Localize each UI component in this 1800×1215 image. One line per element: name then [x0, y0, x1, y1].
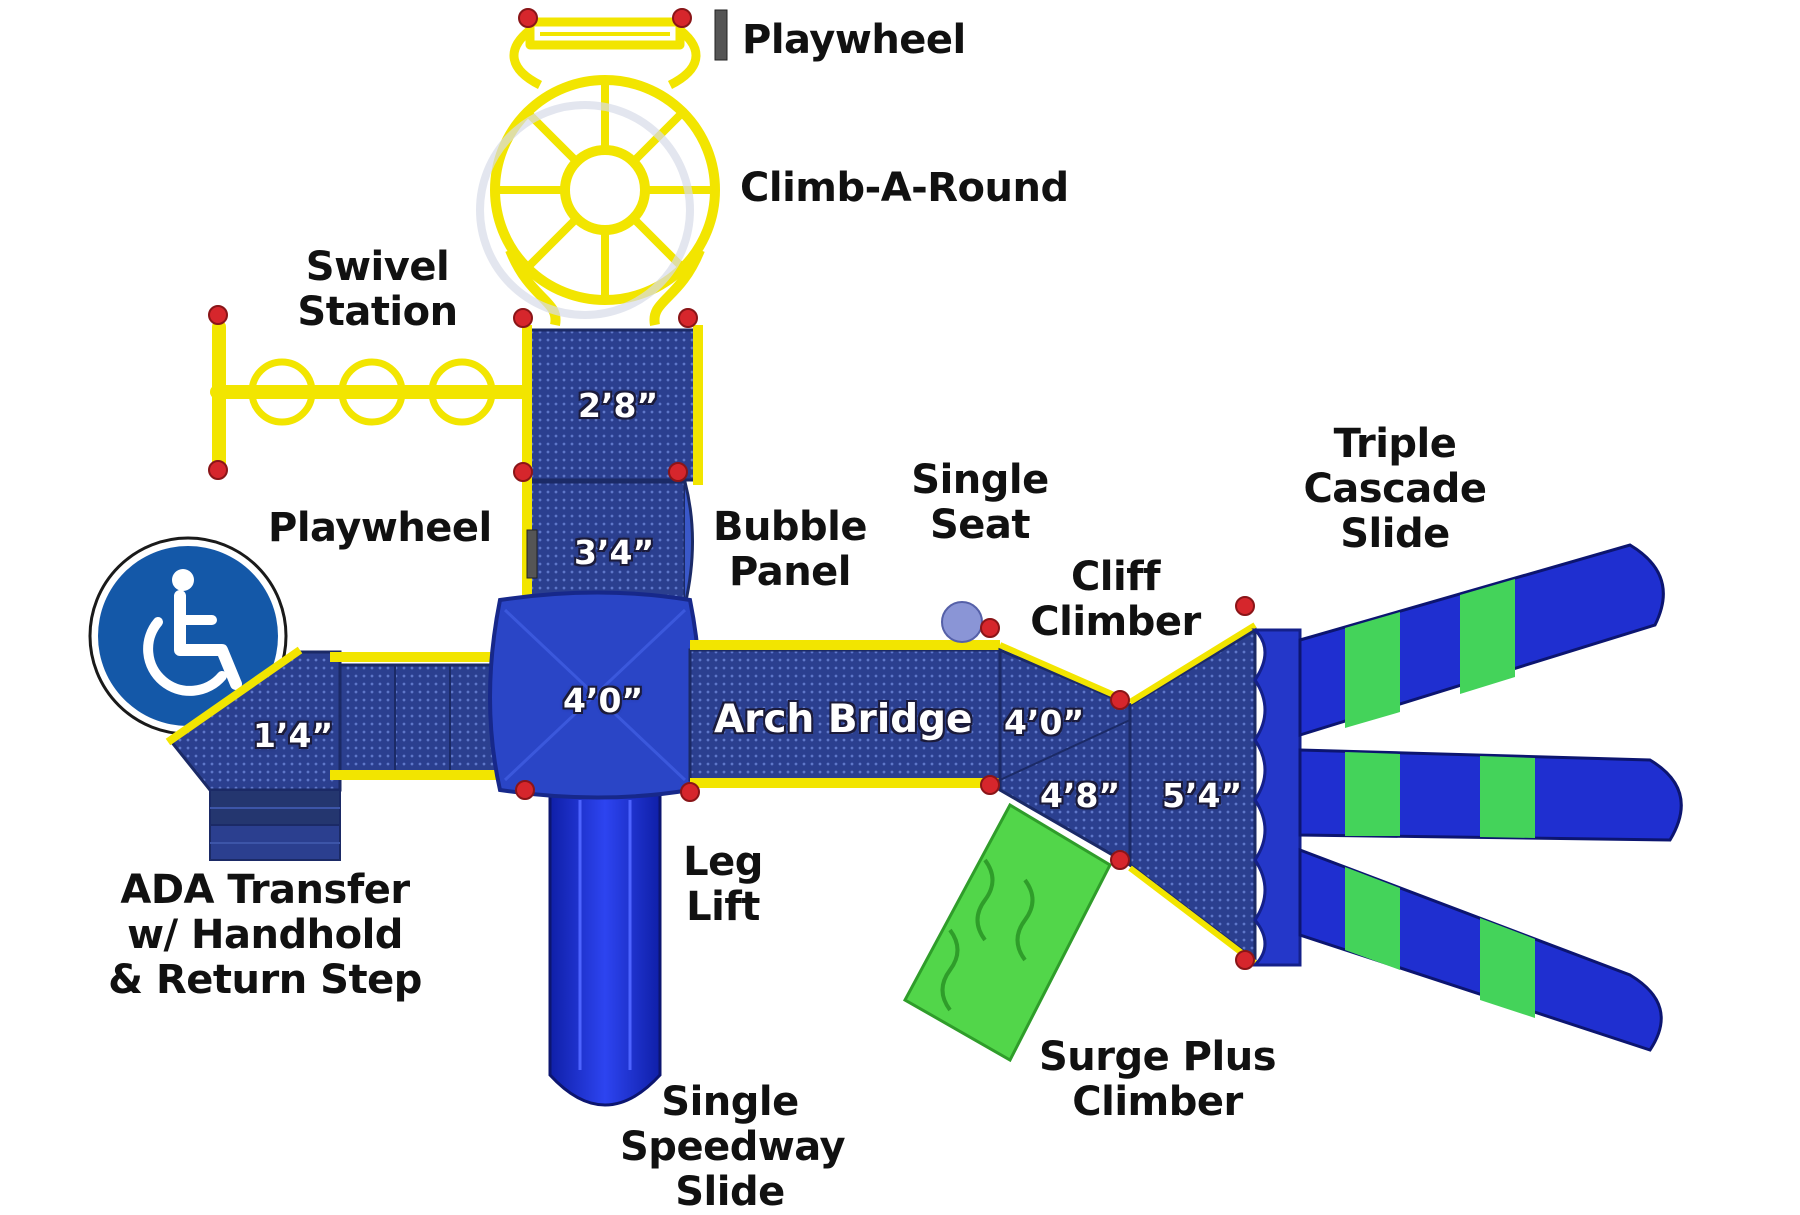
label-leg-lift: Leg Lift: [683, 839, 763, 930]
deck-height-transfer: 1’4”: [253, 716, 334, 755]
label-bubble-panel: Bubble Panel: [712, 504, 868, 595]
single-speedway-slide: [548, 788, 662, 1107]
bridge-deck: [998, 642, 1132, 868]
label-surge-plus-climber: Surge Plus Climber: [1038, 1034, 1277, 1125]
deck-height-middle: 3’4”: [574, 533, 655, 572]
triple-cascade-slide: [1251, 543, 1683, 1052]
arch-bridge: [688, 640, 1002, 788]
label-swivel-station: Swivel Station: [297, 244, 458, 335]
label-playwheel-top: Playwheel: [742, 17, 966, 63]
playwheel-left-disc: [526, 529, 538, 579]
deck-height-upper: 2’8”: [578, 386, 659, 425]
label-single-seat: Single Seat: [911, 457, 1049, 548]
surge-plus-climber: [902, 802, 1112, 1063]
single-seat: [941, 601, 983, 643]
upper-deck: [522, 325, 703, 485]
label-single-speedway-slide: Single Speedway Slide: [620, 1079, 846, 1215]
label-cliff-climber: Cliff Climber: [1030, 554, 1201, 645]
deck-height-center: 4’0”: [563, 681, 644, 720]
posts: [208, 8, 1255, 970]
label-playwheel-left: Playwheel: [268, 505, 492, 551]
slide-deck: [1128, 622, 1257, 966]
wheelchair-icon: [88, 536, 288, 736]
swivel-station-frame: [210, 320, 535, 470]
left-walkway: [330, 652, 508, 780]
climb-a-round-spokes: [495, 80, 715, 300]
climb-a-round-shadow: [476, 101, 694, 319]
deck-height-lower-right: 4’8”: [1040, 776, 1121, 815]
label-arch-bridge: Arch Bridge: [714, 697, 973, 742]
ada-transfer-platform: [165, 646, 342, 861]
playwheel-top-disc: [714, 9, 728, 61]
deck-height-slide: 5’4”: [1162, 776, 1243, 815]
label-ada-transfer: ADA Transfer w/ Handhold & Return Step: [108, 867, 422, 1003]
label-climb-a-round: Climb-A-Round: [740, 165, 1069, 211]
label-triple-cascade-slide: Triple Cascade Slide: [1303, 421, 1487, 557]
deck-height-bridge: 4’0”: [1004, 703, 1085, 742]
